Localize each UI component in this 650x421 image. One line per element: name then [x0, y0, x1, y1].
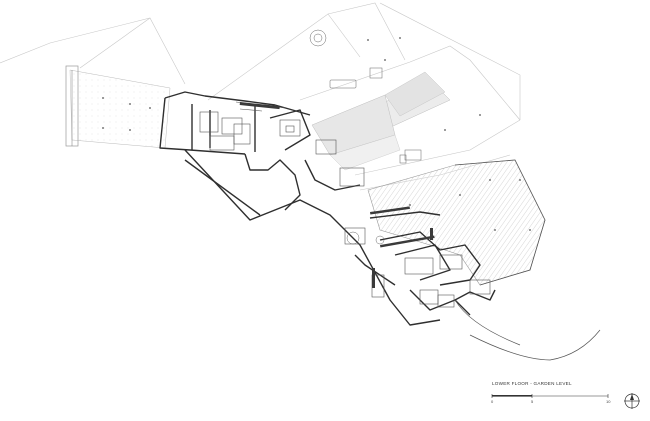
lower-right-terrace: [367, 159, 546, 286]
wall-poche: [239, 102, 435, 288]
site-outline: [0, 2, 521, 191]
pool-blocks: [311, 71, 451, 171]
north-arrow-icon: [624, 393, 640, 409]
scale-label-0: 0: [491, 399, 494, 404]
scale-bar: [491, 394, 609, 398]
furniture: [309, 29, 422, 245]
scale-label-5: 5: [531, 399, 534, 404]
scale-label-10: 10: [606, 399, 611, 404]
upper-left-terrace: [65, 65, 171, 149]
drawing-caption: LOWER FLOOR - GARDEN LEVEL: [492, 381, 572, 386]
path-curve: [454, 299, 601, 361]
plan-dots: [102, 37, 531, 231]
